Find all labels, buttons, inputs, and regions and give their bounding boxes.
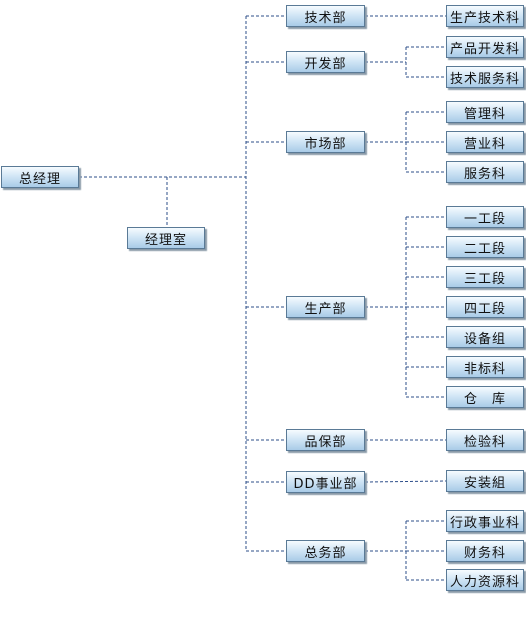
node-section: 生产技术科 — [446, 5, 524, 27]
node-section: 非标科 — [446, 356, 524, 378]
node-dept-market: 市场部 — [286, 131, 365, 153]
node-section: 人力资源科 — [446, 569, 524, 591]
node-section: 三工段 — [446, 266, 524, 288]
node-section: 四工段 — [446, 296, 524, 318]
node-section: 管理科 — [446, 101, 524, 123]
node-section: 设备组 — [446, 326, 524, 348]
node-section: 营业科 — [446, 131, 524, 153]
node-section: 二工段 — [446, 236, 524, 258]
node-dept-general-affairs: 总务部 — [286, 540, 365, 562]
node-section: 一工段 — [446, 206, 524, 228]
node-section: 技术服务科 — [446, 66, 524, 88]
node-dept-production: 生产部 — [286, 296, 365, 318]
node-dept-qa: 品保部 — [286, 429, 365, 451]
node-dept-dev: 开发部 — [286, 51, 365, 73]
node-section: 服务科 — [446, 161, 524, 183]
node-section: 安装組 — [446, 470, 524, 492]
node-manager-office: 经理室 — [127, 227, 205, 249]
node-dept-dd: DD事业部 — [286, 471, 365, 493]
node-general-manager: 总经理 — [1, 166, 79, 188]
node-section: 检验科 — [446, 429, 524, 451]
node-section: 仓 库 — [446, 386, 524, 408]
node-section: 产品开发科 — [446, 36, 524, 58]
node-section: 行政事业科 — [446, 510, 524, 532]
node-section: 财务科 — [446, 540, 524, 562]
connector-segment — [364, 480, 447, 483]
node-dept-tech: 技术部 — [286, 5, 365, 27]
